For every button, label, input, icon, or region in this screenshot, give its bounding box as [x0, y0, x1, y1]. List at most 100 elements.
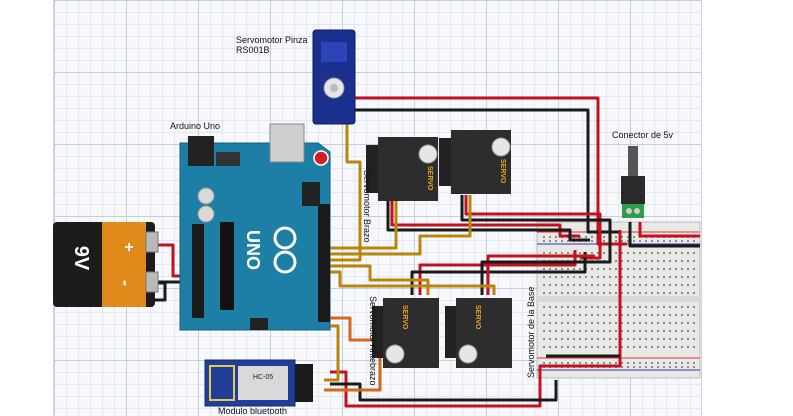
breadboard-hole	[597, 338, 599, 340]
breadboard-hole	[663, 252, 665, 254]
breadboard-hole	[591, 236, 593, 238]
breadboard-hole	[627, 362, 629, 364]
breadboard-hole	[615, 284, 617, 286]
breadboard-hole	[609, 306, 611, 308]
grid-background	[53, 0, 702, 416]
breadboard-hole	[681, 338, 683, 340]
breadboard-hole	[555, 362, 557, 364]
breadboard-hole	[639, 260, 641, 262]
breadboard-hole	[651, 330, 653, 332]
breadboard-hole	[609, 276, 611, 278]
breadboard-hole	[555, 240, 557, 242]
breadboard-hole	[567, 322, 569, 324]
breadboard-hole	[681, 292, 683, 294]
breadboard-hole	[561, 322, 563, 324]
breadboard-hole	[675, 338, 677, 340]
breadboard-hole	[543, 268, 545, 270]
breadboard-hole	[657, 284, 659, 286]
breadboard-hole	[567, 306, 569, 308]
breadboard-hole	[633, 268, 635, 270]
breadboard-hole	[567, 284, 569, 286]
breadboard-hole	[687, 306, 689, 308]
breadboard-hole	[543, 314, 545, 316]
battery-9v[interactable]: 9V + -	[53, 222, 159, 307]
breadboard-hole	[651, 292, 653, 294]
servo-pinza[interactable]	[312, 29, 356, 125]
battery-plus: +	[120, 242, 137, 251]
breadboard-hole	[675, 306, 677, 308]
breadboard-hole	[615, 276, 617, 278]
breadboard-hole	[651, 362, 653, 364]
breadboard-hole	[687, 322, 689, 324]
arduino-uno-logo: UNO	[243, 230, 263, 270]
bluetooth-module[interactable]: HC-05	[204, 359, 313, 407]
breadboard-hole	[651, 276, 653, 278]
breadboard-hole	[633, 338, 635, 340]
breadboard-hole	[651, 322, 653, 324]
breadboard-hole	[651, 252, 653, 254]
breadboard-hole	[669, 268, 671, 270]
breadboard-hole	[555, 276, 557, 278]
servo-base[interactable]: SERVO	[445, 298, 512, 368]
breadboard-hole	[681, 276, 683, 278]
breadboard-hole	[555, 236, 557, 238]
breadboard-hole	[585, 346, 587, 348]
arduino-uno[interactable]: UNO	[179, 123, 331, 331]
breadboard-hole	[567, 240, 569, 242]
breadboard-hole	[555, 252, 557, 254]
breadboard-hole	[591, 306, 593, 308]
breadboard-hole	[591, 292, 593, 294]
breadboard-hole	[609, 330, 611, 332]
breadboard-hole	[573, 362, 575, 364]
breadboard-hole	[567, 252, 569, 254]
breadboard-hole	[567, 276, 569, 278]
breadboard-hole	[561, 252, 563, 254]
breadboard-hole	[567, 314, 569, 316]
breadboard-hole	[651, 366, 653, 368]
breadboard-hole	[663, 260, 665, 262]
breadboard-hole	[645, 292, 647, 294]
breadboard-hole	[543, 322, 545, 324]
breadboard-hole	[579, 314, 581, 316]
breadboard-hole	[585, 284, 587, 286]
breadboard-hole	[687, 366, 689, 368]
breadboard-hole	[657, 260, 659, 262]
dc-connector-5v[interactable]	[621, 146, 645, 218]
breadboard-hole	[621, 292, 623, 294]
breadboard-hole	[567, 268, 569, 270]
breadboard-hole	[657, 366, 659, 368]
breadboard-hole	[663, 338, 665, 340]
breadboard-hole	[657, 362, 659, 364]
breadboard-hole	[627, 276, 629, 278]
breadboard-hole	[627, 292, 629, 294]
breadboard-hole	[657, 240, 659, 242]
breadboard-hole	[663, 330, 665, 332]
breadboard-hole	[543, 330, 545, 332]
breadboard-hole	[585, 306, 587, 308]
servo-antebrazo[interactable]: SERVO	[372, 298, 439, 368]
wire-red	[330, 230, 622, 408]
breadboard-hole	[543, 240, 545, 242]
breadboard-hole	[603, 330, 605, 332]
breadboard-hole	[645, 338, 647, 340]
servo-brazo-2[interactable]: SERVO	[439, 130, 511, 194]
breadboard-hole	[639, 322, 641, 324]
servo-brazo[interactable]: SERVO	[366, 137, 438, 201]
breadboard-hole	[573, 268, 575, 270]
breadboard-hole	[549, 362, 551, 364]
breadboard-hole	[555, 306, 557, 308]
breadboard-hole	[687, 252, 689, 254]
breadboard-hole	[621, 366, 623, 368]
servo-tag: SERVO	[426, 166, 433, 191]
breadboard-hole	[657, 268, 659, 270]
breadboard-hole	[597, 362, 599, 364]
breadboard-hole	[669, 260, 671, 262]
breadboard-hole	[615, 260, 617, 262]
breadboard-hole	[609, 338, 611, 340]
breadboard-hole	[603, 240, 605, 242]
wire-black	[460, 195, 612, 264]
breadboard-hole	[693, 260, 695, 262]
breadboard-hole	[579, 252, 581, 254]
breadboard-hole	[561, 314, 563, 316]
